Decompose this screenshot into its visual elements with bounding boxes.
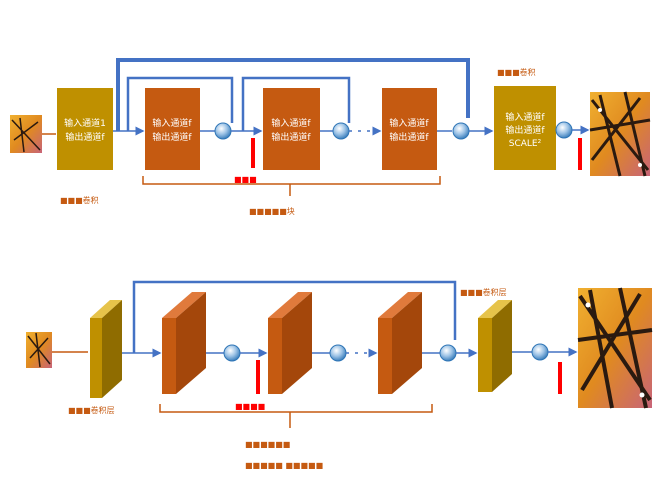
top-skip-2 <box>241 76 351 131</box>
top-res-block-2-line2: 输出通道f <box>271 131 311 143</box>
bottom-first-conv-label: ■■■卷积层 <box>68 405 115 415</box>
top-last-conv-line2: 输出通道f <box>505 124 545 136</box>
bottom-group-label-line2: ■■■■■ ■■■■■ <box>245 461 323 470</box>
bottom-res-block-1 <box>162 292 206 394</box>
top-long-skip <box>116 58 470 131</box>
top-first-conv-label: ■■■卷积 <box>60 195 99 205</box>
bottom-red-marker-1 <box>256 360 260 394</box>
top-red-marker-2 <box>578 138 582 170</box>
top-pixel-shuffle-node <box>555 121 573 139</box>
bottom-output-image <box>577 287 653 409</box>
bottom-add-node-2 <box>329 344 347 362</box>
bottom-res-block-2 <box>268 292 312 394</box>
top-res-block-n-line1: 输入通道f <box>389 117 429 129</box>
bottom-input-image <box>26 332 52 368</box>
top-first-conv-line2: 输出通道f <box>65 131 105 143</box>
top-first-conv-line1: 输入通道1 <box>64 117 106 129</box>
bottom-group-label-line1: ■■■■■■ <box>245 440 290 449</box>
top-first-conv-block <box>57 88 113 170</box>
top-skip-1 <box>126 76 234 131</box>
top-group-bracket <box>142 176 441 185</box>
top-last-conv-label: ■■■卷积 <box>497 67 536 77</box>
top-add-node-2 <box>332 122 350 140</box>
bottom-add-node-3 <box>439 344 457 362</box>
top-last-conv-block <box>494 86 556 170</box>
top-res-block-1-line1: 输入通道f <box>152 117 192 129</box>
top-last-conv-line3: SCALE² <box>509 139 542 149</box>
top-last-conv-line1: 输入通道f <box>505 111 545 123</box>
top-add-node-1 <box>214 122 232 140</box>
top-output-image <box>589 91 651 177</box>
bottom-group-bracket <box>159 404 433 413</box>
top-res-block-n-line2: 输出通道f <box>389 131 429 143</box>
top-red-marker-1 <box>251 138 255 168</box>
top-red-label: ■■■ <box>234 175 257 184</box>
bottom-last-conv-label: ■■■卷积层 <box>460 287 507 297</box>
top-res-block-2-line1: 输入通道f <box>271 117 311 129</box>
top-res-block-1 <box>145 88 200 170</box>
top-diagram: 输入通道1 输出通道f ■■■卷积 输入通道f 输出通道f 输入通道f 输出通道… <box>10 58 651 216</box>
bottom-red-label: ■■■■ <box>235 402 265 411</box>
bottom-red-marker-2 <box>558 362 562 394</box>
bottom-res-block-n <box>378 292 422 394</box>
top-res-block-n <box>382 88 437 170</box>
top-res-block-1-line2: 输出通道f <box>152 131 192 143</box>
bottom-long-skip <box>132 280 457 353</box>
bottom-add-node-1 <box>223 344 241 362</box>
bottom-first-conv-block <box>90 300 122 398</box>
top-group-label: ■■■■■块 <box>249 206 295 216</box>
top-res-block-2 <box>263 88 320 170</box>
bottom-last-conv-block <box>478 300 512 392</box>
bottom-diagram: ■■■卷积层 ■■■■ <box>26 280 653 470</box>
bottom-pixel-shuffle-node <box>531 343 549 361</box>
top-input-image <box>10 115 42 153</box>
top-add-node-3 <box>452 122 470 140</box>
